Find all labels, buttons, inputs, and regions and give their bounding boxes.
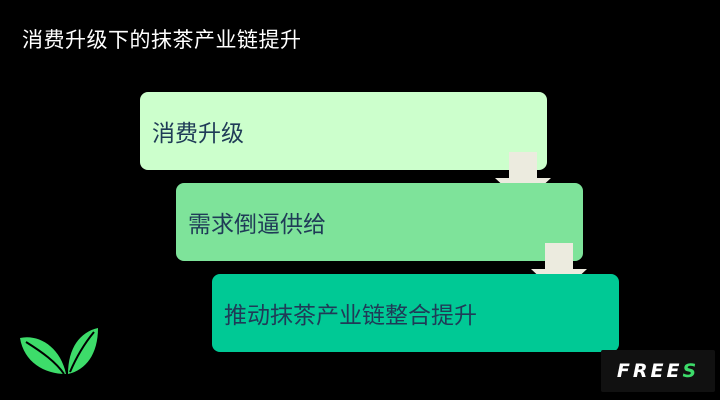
step-label: 需求倒逼供给: [188, 212, 326, 238]
step-label: 推动抹茶产业链整合提升: [224, 303, 477, 329]
step-label: 消费升级: [152, 121, 244, 147]
page-title: 消费升级下的抹茶产业链提升: [22, 28, 302, 52]
step-industry-chain-upgrade: 推动抹茶产业链整合提升: [212, 274, 619, 352]
watermark-accent: S: [682, 360, 700, 382]
step-consumption-upgrade: 消费升级: [140, 92, 547, 170]
step-demand-drives-supply: 需求倒逼供给: [176, 183, 583, 261]
leaf-icon: [20, 328, 98, 375]
